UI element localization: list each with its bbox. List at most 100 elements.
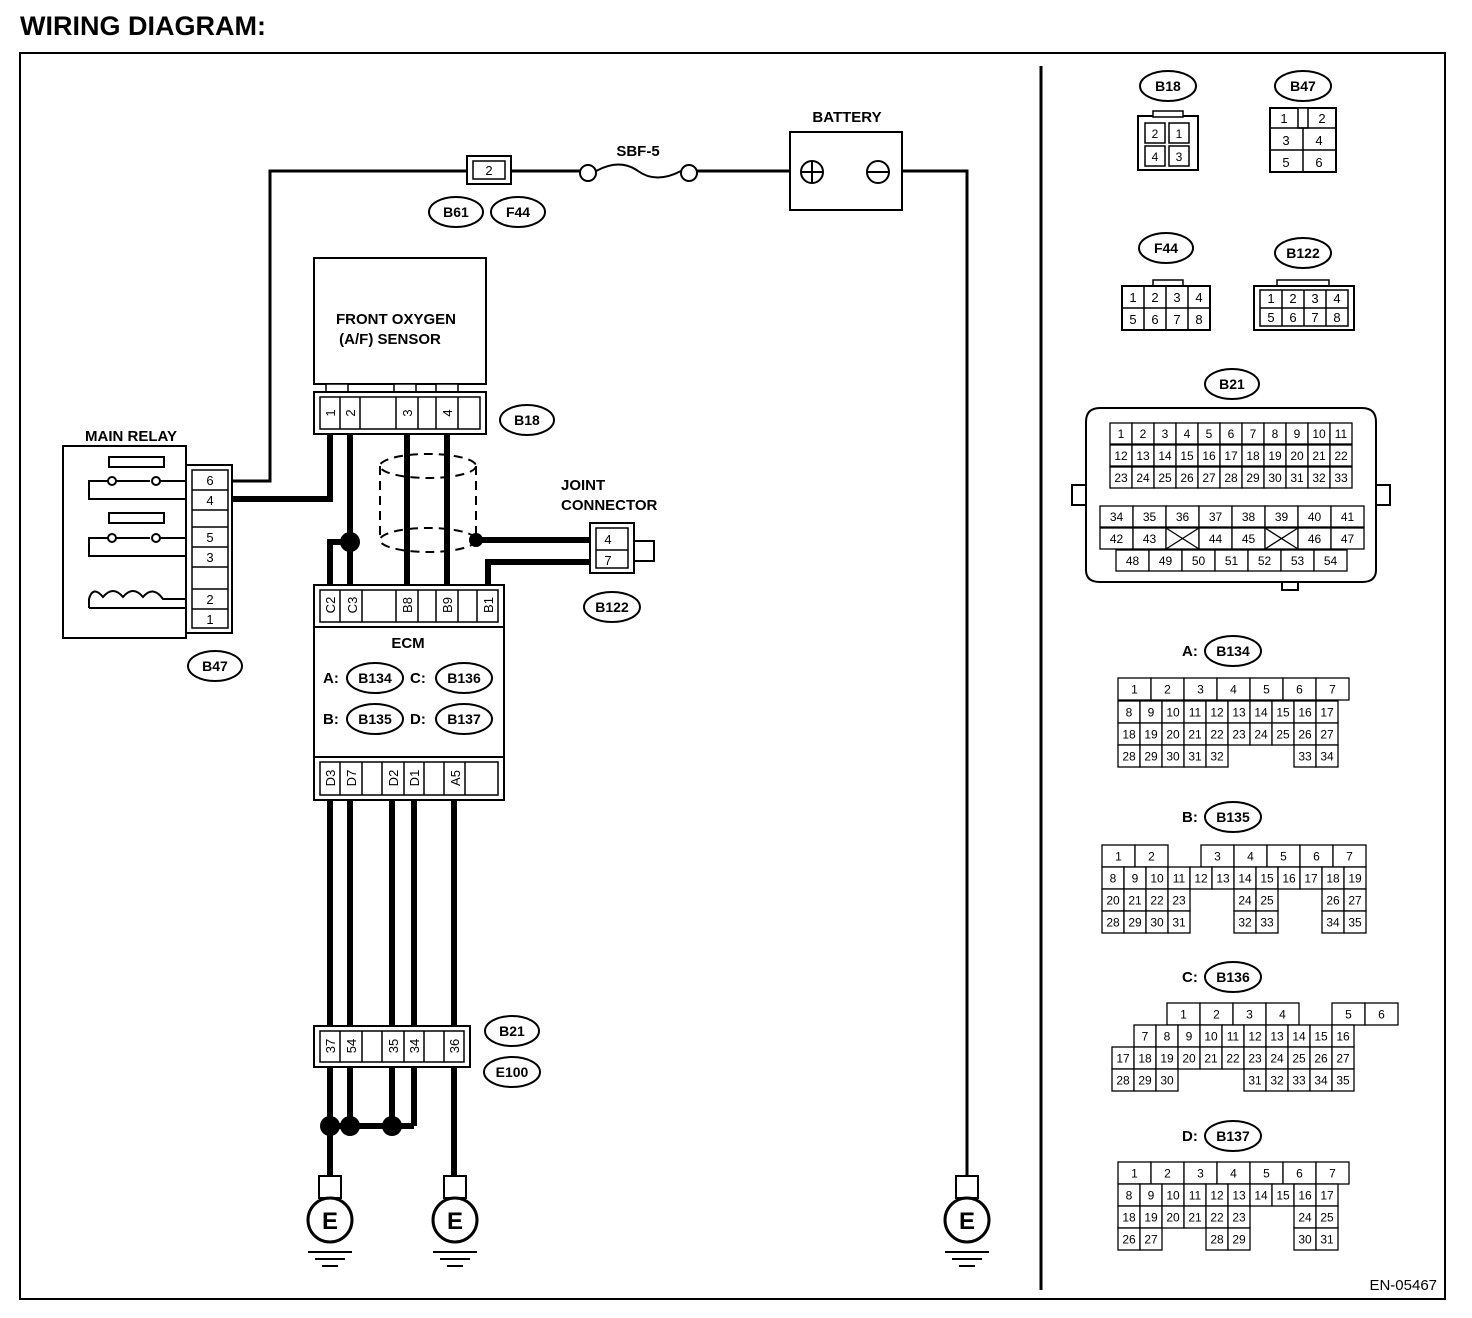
pin-number: 32 [1238,916,1252,930]
svg-text:5: 5 [1129,312,1136,327]
pin-number: 15 [1180,449,1194,463]
svg-text:B47: B47 [1290,78,1316,94]
svg-text:2: 2 [1318,111,1325,126]
svg-text:(A/F) SENSOR: (A/F) SENSOR [339,331,441,348]
pin-number: 29 [1128,916,1142,930]
pin-number: 43 [1143,532,1157,546]
pin-number: 14 [1254,1189,1268,1203]
pin-number: 14 [1292,1030,1306,1044]
pin-number: 16 [1298,1189,1312,1203]
pin-number: 24 [1136,471,1150,485]
svg-text:2: 2 [1289,291,1296,306]
page-title: WIRING DIAGRAM: [20,11,266,41]
svg-text:A5: A5 [448,770,463,786]
svg-text:E100: E100 [496,1064,529,1080]
pin-number: 21 [1128,894,1142,908]
pin-number: 13 [1270,1030,1284,1044]
pin-number: 27 [1348,894,1362,908]
pin-number: 6 [1228,427,1235,441]
pin-number: 26 [1298,728,1312,742]
svg-text:D3: D3 [323,770,338,787]
svg-text:D7: D7 [344,770,359,787]
ground-3: E [943,1174,991,1268]
shield [379,453,477,553]
pin-number: 8 [1272,427,1279,441]
pin-number: 6 [1313,850,1320,864]
svg-text:ECM: ECM [391,635,424,652]
svg-text:6: 6 [1315,155,1322,170]
pin-number: 20 [1166,1211,1180,1225]
pin-number: 31 [1172,916,1186,930]
svg-text:B135: B135 [1216,809,1250,825]
svg-text:B47: B47 [202,658,228,674]
pin-number: 29 [1144,750,1158,764]
svg-text:3: 3 [400,409,415,416]
svg-text:3: 3 [1311,291,1318,306]
pin-cell [1155,1068,1179,1092]
svg-text:1: 1 [1280,111,1287,126]
pin-number: 27 [1144,1233,1158,1247]
pin-number: 52 [1258,554,1272,568]
pin-number: 27 [1320,728,1334,742]
svg-text:C:: C: [1182,969,1198,986]
svg-text:4: 4 [1195,290,1202,305]
pin-number: 32 [1210,750,1224,764]
pin-number: 33 [1260,916,1274,930]
pin-number: 11 [1189,706,1202,720]
pin-number: 23 [1232,1211,1246,1225]
pin-number: 3 [1197,1167,1204,1181]
heavy-wires [230,434,590,1176]
svg-text:B135: B135 [358,711,392,727]
pin-number: 30 [1150,916,1164,930]
pin-number: 17 [1224,449,1238,463]
pin-number: 2 [1213,1008,1220,1022]
pin-number: 1 [1118,427,1125,441]
pin-number: 25 [1158,471,1172,485]
pin-number: 25 [1320,1211,1334,1225]
svg-text:7: 7 [1173,312,1180,327]
splice-dots [320,532,483,1136]
pin-number: 8 [1126,1189,1133,1203]
pin-number: 21 [1204,1052,1218,1066]
pin-number: 28 [1224,471,1238,485]
pin-number: 40 [1308,510,1322,524]
pin-number: 22 [1150,894,1164,908]
pin-number: 12 [1114,449,1128,463]
b122-badge: B122 [583,591,641,623]
pin-number: 7 [1329,683,1336,697]
pin-number: 26 [1314,1052,1328,1066]
pin-number: 34 [1326,916,1340,930]
svg-text:3: 3 [1282,133,1289,148]
diagram-code: EN-05467 [1369,1277,1437,1294]
pin-number: 19 [1144,728,1158,742]
pin-cell [1329,422,1353,445]
pin-number: 15 [1276,1189,1290,1203]
pin-number: 23 [1114,471,1128,485]
pin-number: 42 [1110,532,1124,546]
ecm-unit: ECM A: B134 C: B136 B: B135 D: B137 [313,626,505,758]
pin-number: 31 [1188,750,1202,764]
main-relay [62,445,187,639]
svg-text:B134: B134 [1216,643,1250,659]
pin-number: 28 [1210,1233,1224,1247]
e100-badge: E100 [483,1056,541,1088]
svg-text:4: 4 [1333,291,1340,306]
pin-number: 33 [1334,471,1348,485]
pin-cell [1315,1227,1339,1251]
pin-number: 25 [1292,1052,1306,1066]
battery-label: BATTERY [812,109,881,126]
fuse-connector-pin: 2 [485,163,492,178]
legend-b136-header: C: B136 [1182,961,1262,993]
pin-number: 39 [1275,510,1289,524]
pin-number: 5 [1280,850,1287,864]
pin-number: 28 [1122,750,1136,764]
pin-number: 15 [1260,872,1274,886]
legend-b47: B47 1 2 3 4 5 6 [1269,70,1337,173]
pin-cell [1167,910,1191,934]
pin-number: 23 [1172,894,1186,908]
